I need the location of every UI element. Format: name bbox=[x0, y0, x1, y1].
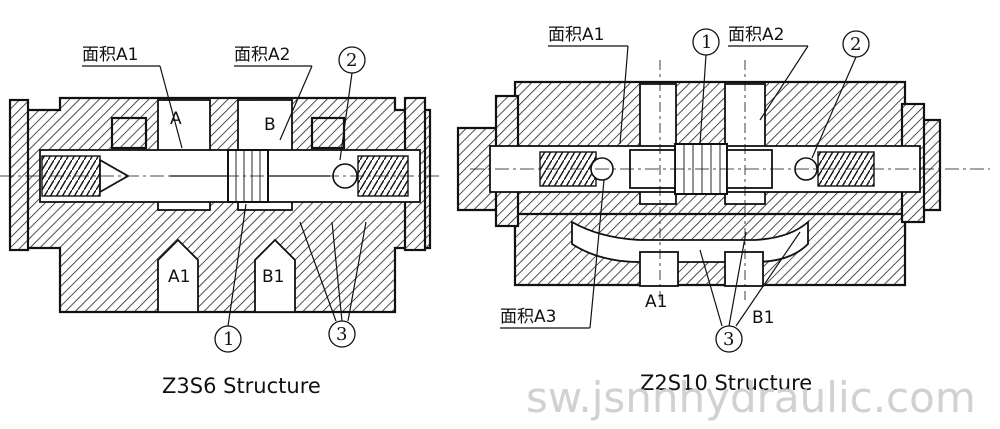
callout-1: 1 bbox=[223, 329, 234, 350]
callout-1: 1 bbox=[701, 32, 712, 53]
port-label-b: B bbox=[264, 115, 276, 135]
label-area-a3: 面积A3 bbox=[500, 307, 556, 327]
z3s6-diagram: 面积A1 面积A2 A B A1 B1 2 1 3 Z3S6 Structure bbox=[0, 45, 440, 398]
port-label-b1: B1 bbox=[752, 308, 774, 328]
callout-2: 2 bbox=[346, 50, 357, 71]
callout-2: 2 bbox=[850, 34, 861, 55]
port-label-a: A bbox=[170, 109, 182, 129]
port-label-a1: A1 bbox=[645, 292, 667, 312]
label-area-a1: 面积A1 bbox=[548, 25, 604, 45]
watermark-text: sw.jsnnhydraulic.com bbox=[526, 373, 976, 422]
caption-z3s6: Z3S6 Structure bbox=[162, 374, 321, 398]
port-label-b1: B1 bbox=[262, 267, 284, 287]
label-area-a2: 面积A2 bbox=[728, 25, 784, 45]
label-area-a1: 面积A1 bbox=[82, 45, 138, 65]
callout-3: 3 bbox=[723, 329, 734, 350]
port-label-a1: A1 bbox=[168, 267, 190, 287]
caption-z2s10: Z2S10 Structure bbox=[640, 371, 812, 395]
z2s10-diagram: 面积A1 面积A2 面积A3 A1 B1 1 2 3 Z2S10 Structu… bbox=[456, 25, 990, 395]
label-area-a2: 面积A2 bbox=[234, 45, 290, 65]
callout-3: 3 bbox=[336, 324, 347, 345]
